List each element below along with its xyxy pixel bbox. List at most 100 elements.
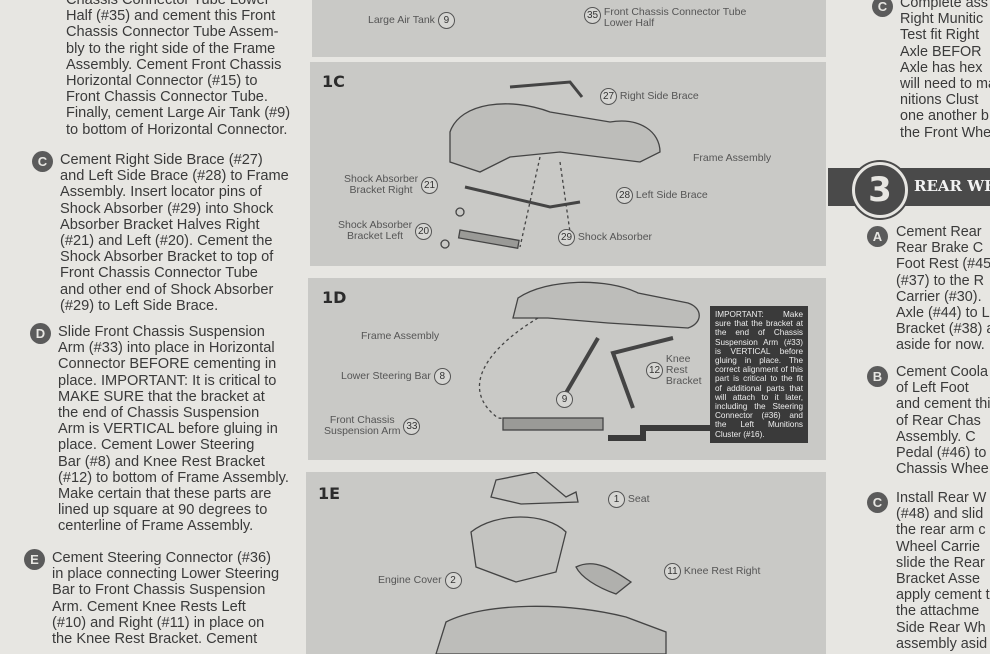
part-number-badge: 8 <box>433 368 451 385</box>
step-3-title: REAR WH <box>914 177 990 195</box>
callout-large-air-tank: Large Air Tank 9 <box>368 12 455 29</box>
text-line: Axle (#44) to L <box>896 305 990 321</box>
text-line: Rear Brake C <box>896 240 984 257</box>
part-number-badge: 28 <box>616 187 633 204</box>
panel-1b-remnant <box>312 0 826 57</box>
callout-label: Front Chassis Connector Tube Lower Half <box>603 6 747 29</box>
text-line: Assembly. C <box>896 428 976 445</box>
step-badge: D <box>30 323 51 344</box>
text-line: Slide Front Chassis Suspension <box>58 324 265 340</box>
part-number-badge: 35 <box>584 7 601 24</box>
text-line: slide the Rear <box>896 554 985 571</box>
part-number-badge: 9 <box>437 12 455 29</box>
text-line: Finally, cement Large Air Tank (#9) <box>66 105 291 122</box>
callout-label: Shock Absorber Bracket Left <box>338 219 413 242</box>
callout-label: Shock Absorber <box>577 231 653 243</box>
text-line: to bottom of Horizontal Connector. <box>66 121 288 138</box>
part-number-badge: 2 <box>444 572 462 589</box>
text-line: Shock Absorber Bracket to top of <box>60 249 274 266</box>
part-number-badge: 20 <box>415 222 433 240</box>
text-line: Horizontal Connector (#15) to <box>66 73 258 89</box>
step-badge-right-top: C <box>872 0 893 17</box>
callout-label: Left Side Brace <box>635 189 708 201</box>
part-number-badge: 27 <box>600 88 617 105</box>
panel-1e-title: 1E <box>318 484 341 503</box>
text-line: in place connecting Lower Steering <box>52 566 280 583</box>
text-line: and other end of Shock Absorber <box>60 281 274 298</box>
part-number-badge: 1 <box>608 491 625 508</box>
callout-shock-bracket-left: Shock Absorber Bracket Left 20 <box>338 219 433 242</box>
panel-1d-title: 1D <box>322 288 347 307</box>
shock-absorber-drawing <box>457 229 520 250</box>
step-badge: C <box>867 492 888 513</box>
text-line: of Rear Chas <box>896 412 981 429</box>
part-number-badge: 33 <box>403 417 421 435</box>
frame-assembly-drawing <box>435 605 667 654</box>
text-line: and Left Side Brace (#28) to Frame <box>60 168 289 185</box>
text-line: place. Cement Lower Steering <box>58 437 255 454</box>
callout-label: Shock Absorber Bracket Right <box>344 173 419 196</box>
part-number-badge: 29 <box>558 229 575 246</box>
callout-label: Front Chassis Suspension Arm <box>324 414 401 437</box>
text-line: nitions Clust <box>900 92 979 109</box>
text-line: place. IMPORTANT: It is critical to <box>58 372 277 389</box>
callout-frame-assembly-1c: Frame Assembly <box>693 152 772 164</box>
text-line: Bracket (#38) a <box>896 321 990 338</box>
frame-assembly-drawing <box>512 281 700 329</box>
step-badge: C <box>32 151 53 172</box>
frame-assembly-drawing <box>449 103 661 173</box>
lower-steering-bar-drawing <box>561 336 600 400</box>
callout-label: Knee Rest Bracket <box>665 353 702 387</box>
text-line: Make certain that these parts are <box>58 486 272 502</box>
text-line: Half (#35) and cement this Front <box>66 8 276 25</box>
text-line: Axle has hex <box>900 59 983 76</box>
callout-label: Right Side Brace <box>619 90 699 102</box>
text-line: Bracket Asse <box>896 571 980 587</box>
text-line: aside for now. <box>896 337 985 354</box>
text-line: the end of Chassis Suspension <box>58 405 260 421</box>
text-line: Front Chassis Connector Tube <box>60 265 258 282</box>
text-line: (#21) and Left (#20). Cement the <box>60 233 273 249</box>
callout-knee-rest-right: 11 Knee Rest Right <box>664 563 760 580</box>
callout-right-side-brace: 27 Right Side Brace <box>600 88 699 105</box>
text-line: Arm. Cement Knee Rests Left <box>52 598 246 615</box>
text-line: Install Rear W <box>896 490 987 506</box>
suspension-arm-drawing <box>502 417 604 431</box>
text-line: will need to ma <box>900 76 990 92</box>
text-line: assembly asid <box>896 635 988 652</box>
knee-rest-right-drawing <box>575 563 633 595</box>
text-line: Bar (#8) and Knee Rest Bracket <box>58 453 265 470</box>
text-line: lined up square at 90 degrees to <box>58 502 268 519</box>
important-note: IMPORTANT: Make sure that the bracket at… <box>710 306 808 443</box>
right-side-brace-drawing <box>509 80 584 98</box>
text-line: Cement Right Side Brace (#27) <box>60 152 263 168</box>
text-line: Front Chassis Connector Tube. <box>66 89 268 106</box>
text-line: apply cement t <box>896 587 990 604</box>
text-line: Complete ass <box>900 0 988 11</box>
text-line: Axle BEFOR <box>900 43 982 60</box>
text-line: Shock Absorber (#29) into Shock <box>60 200 274 217</box>
diagram-area: Large Air Tank 9 35 Front Chassis Connec… <box>306 0 828 654</box>
callout-label: Knee Rest Right <box>683 565 761 577</box>
text-line: (#12) to bottom of Frame Assembly. <box>58 469 289 486</box>
callout-connector-tube-lower: 35 Front Chassis Connector Tube Lower Ha… <box>584 7 746 29</box>
text-line: Connector BEFORE cementing in <box>58 356 277 373</box>
callout-suspension-arm: Front Chassis Suspension Arm 33 <box>324 414 421 437</box>
text-line: MAKE SURE that the bracket at <box>58 388 265 405</box>
panel-1c-title: 1C <box>322 72 345 91</box>
text-line: Wheel Carrie <box>896 538 980 555</box>
text-line: bly to the right side of the Frame <box>66 40 276 57</box>
callout-engine-cover: Engine Cover 2 <box>378 572 462 589</box>
step-3-number: 3 <box>852 162 908 218</box>
callout-seat: 1 Seat <box>608 491 650 508</box>
step-badge: B <box>867 366 888 387</box>
text-line: Assembly. Cement Front Chassis <box>66 56 282 73</box>
panel-1d-illustration <box>478 281 716 441</box>
callout-shock-bracket-right: Shock Absorber Bracket Right 21 <box>344 173 439 196</box>
text-line: Absorber Bracket Halves Right <box>60 216 260 233</box>
callout-frame-assembly-1d: Frame Assembly <box>361 330 440 342</box>
part-number-badge: 12 <box>646 362 663 379</box>
text-line: the attachme <box>896 603 980 620</box>
callout-shock-absorber: 29 Shock Absorber <box>558 229 652 246</box>
